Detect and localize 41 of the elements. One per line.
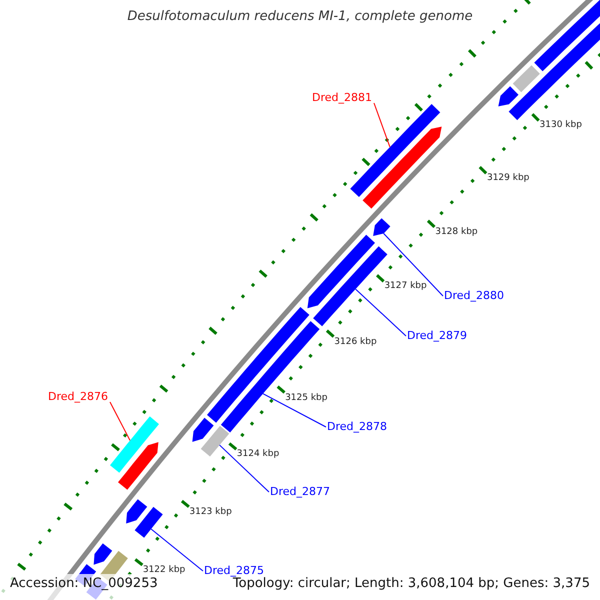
tick-label: 3124 kbp [236,449,280,460]
leader-line [383,233,444,296]
gene-bar [362,126,442,209]
genome-info: Accession: NC_009253 [10,576,158,591]
leader-line [110,402,131,441]
gene-label: Dred_2877 [270,485,330,498]
gene-label: Dred_2875 [204,564,264,577]
gene-bar [192,418,214,442]
leader-line [262,393,326,428]
leader-line [374,102,390,148]
gene-bar [110,416,159,473]
gene-label: Dred_2876 [48,390,108,403]
gene-label: Dred_2879 [407,329,467,342]
gene-bar [512,65,540,92]
gene-bar [307,234,375,308]
tick-label: 3127 kbp [384,281,427,292]
gene-bar [94,543,112,565]
gene-bar [118,442,158,490]
tick-label: 3125 kbp [285,392,328,404]
gene-label: Dred_2878 [327,420,387,433]
tick-label: 3126 kbp [334,336,377,348]
title: Desulfotomaculum reducens MI-1, complete genome [126,9,474,24]
tick-label: 3130 kbp [540,120,582,132]
gene-bar [207,307,310,423]
leader-line [355,288,406,336]
tick-label: 3129 kbp [486,173,530,184]
leader-line [150,528,204,572]
gene-bar [350,104,440,197]
genome-info: Topology: circular; Length: 3,608,104 bp; Genes: 3,375 [232,576,590,591]
gene-bar [373,218,390,236]
gene-bar [534,0,600,72]
gene-bar [200,426,230,456]
leader-line [219,444,270,492]
gene-bar [126,499,148,524]
tick-label: 3128 kbp [435,226,478,238]
gene-bar [134,506,163,538]
tick-label: 3123 kbp [189,506,232,518]
gene-bar [498,86,518,106]
gene-label: Dred_2880 [444,289,504,302]
tick-label: 3122 kbp [142,565,186,576]
gene-label: Dred_2881 [312,91,372,104]
